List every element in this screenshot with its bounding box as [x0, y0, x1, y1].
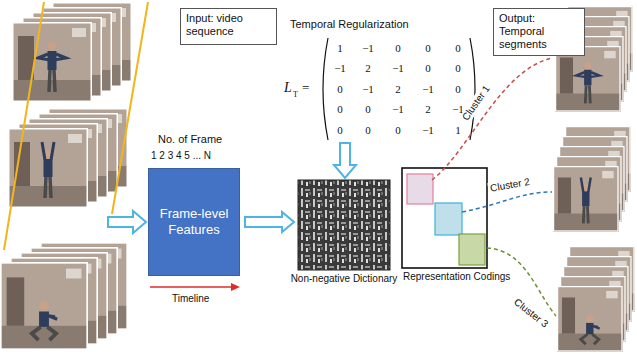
label-text: = — [302, 81, 309, 96]
matrix-entry: 1 — [337, 42, 343, 55]
label-text: Temporal Regularization — [290, 18, 409, 31]
node-text: Output: Temporal segments — [499, 12, 579, 52]
matrix-entry: 0 — [365, 124, 371, 137]
matrix-entry: 0 — [455, 62, 461, 75]
regularization-arrow — [334, 143, 356, 178]
matrix-entry: −1 — [392, 103, 404, 116]
label-text: Timeline — [172, 293, 209, 305]
label-text: No. of Frame — [158, 133, 222, 146]
matrix-entry: −1 — [422, 83, 434, 96]
dictionary-image: Non-negative Dictionary — [298, 180, 390, 270]
matrix-bracket — [470, 38, 475, 140]
matrix-entry: 0 — [337, 124, 343, 137]
matrix-entry: 0 — [395, 124, 401, 137]
matrix-entry: −1 — [334, 62, 346, 75]
cluster-curve — [432, 58, 552, 180]
cluster-curve — [462, 192, 552, 212]
input-frames — [0, 2, 148, 350]
cluster-block — [435, 203, 462, 235]
cluster-block — [459, 234, 485, 265]
matrix-entry: −1 — [392, 62, 404, 75]
matrix-entry: 0 — [455, 42, 461, 55]
input-box: Input: video sequence — [180, 8, 277, 45]
matrix-entry: −1 — [362, 42, 374, 55]
matrix-entry: 0 — [365, 103, 371, 116]
cluster-label: Cluster 2 — [487, 176, 532, 195]
label-text: L — [284, 80, 292, 96]
node-text: Representation Codings — [403, 271, 510, 282]
label-text: T — [293, 90, 298, 99]
matrix-entry: 0 — [337, 103, 343, 116]
node-text: Non-negative Dictionary — [291, 273, 398, 284]
output-box: Output: Temporal segments — [493, 8, 585, 56]
matrix-entry: 0 — [425, 62, 431, 75]
coding-frame — [402, 168, 487, 268]
cluster-label: Cluster 1 — [459, 82, 494, 125]
matrix-entry: 2 — [395, 83, 401, 96]
timeline-arrow — [150, 286, 232, 288]
matrix-entry: 0 — [425, 42, 431, 55]
matrix-entry: 0 — [395, 42, 401, 55]
matrix-entry: −1 — [422, 124, 434, 137]
matrix-entry: 0 — [337, 83, 343, 96]
node-text: Frame-level Features — [155, 206, 233, 239]
matrix-bracket — [323, 38, 328, 140]
feature-box: Frame-level Features — [148, 168, 240, 276]
cluster-label: Cluster 3 — [510, 295, 552, 331]
label-text: 1 2 3 4 5 ... N — [151, 150, 211, 162]
cluster-block — [407, 174, 433, 204]
matrix-entry: 0 — [455, 83, 461, 96]
output-frames — [553, 6, 635, 352]
flow-arrow — [245, 212, 294, 232]
timeline-arrowhead — [231, 283, 240, 291]
coding-matrix: Representation Codings — [402, 168, 487, 268]
matrix-entry: 2 — [425, 103, 431, 116]
dictionary-pattern — [298, 180, 390, 270]
matrix-entry: 1 — [455, 124, 461, 137]
matrix-entry: 2 — [365, 62, 371, 75]
matrix-entry: −1 — [362, 83, 374, 96]
node-text: Input: video sequence — [186, 12, 271, 38]
input-arrow — [108, 211, 146, 233]
